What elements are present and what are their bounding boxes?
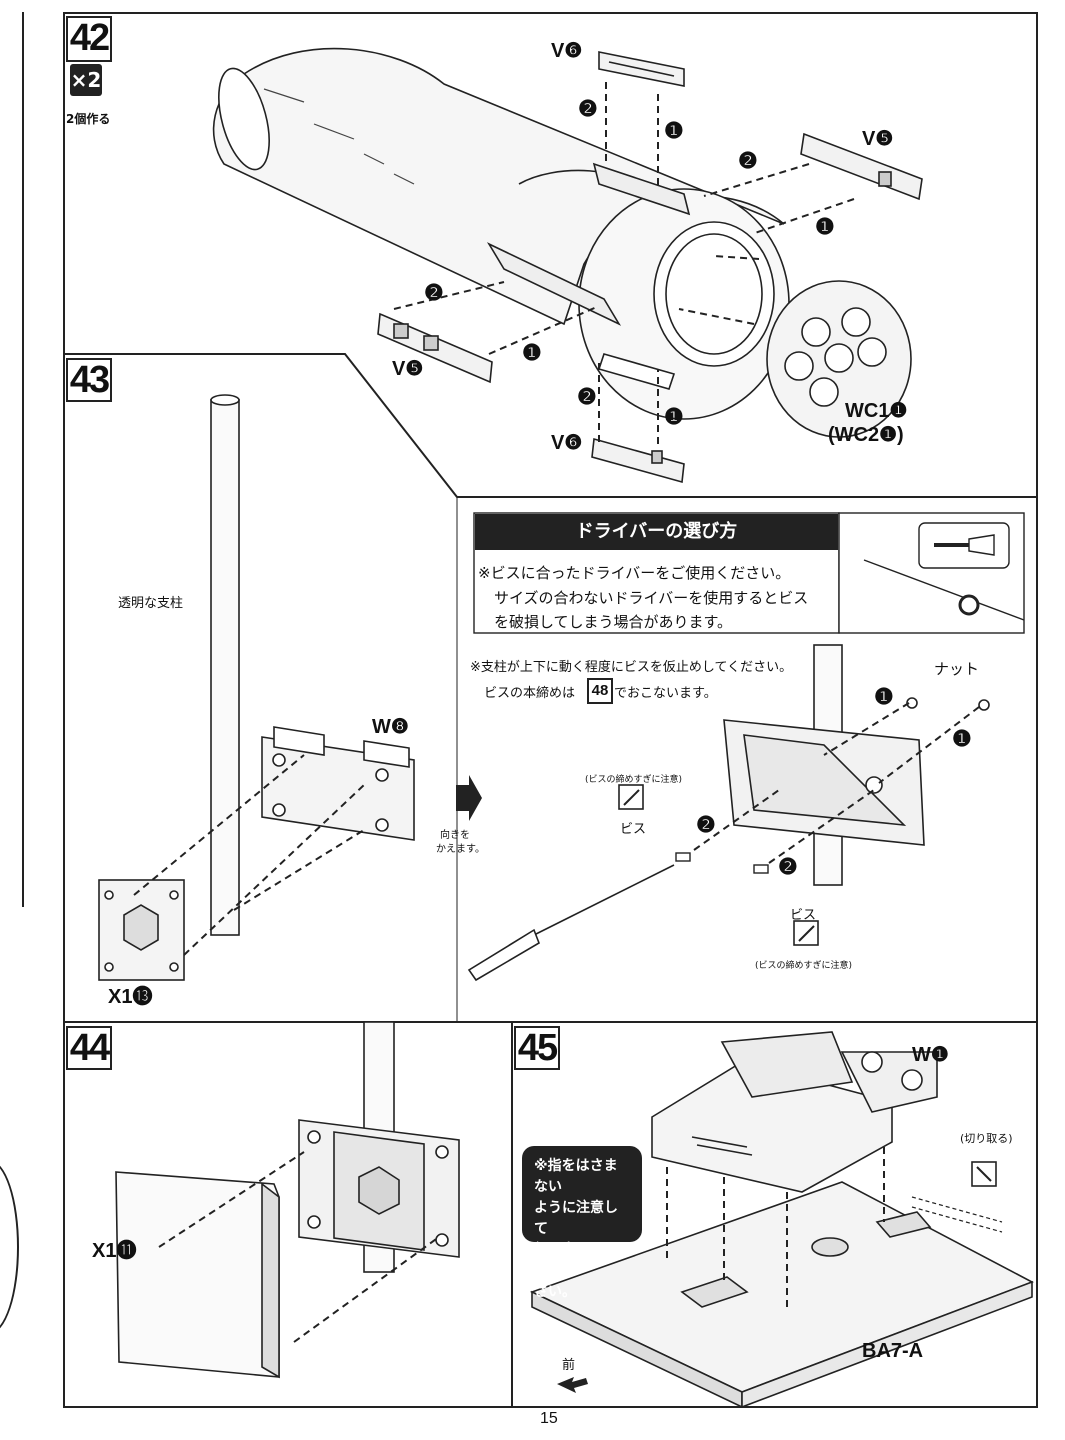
cut-label: (切り取る) [960, 1132, 1013, 1145]
left-margin-line [0, 12, 24, 907]
order-mark: ❷ [696, 812, 716, 837]
driver-header: ドライバーの選び方 [475, 514, 838, 550]
screw-label-left: ビス [620, 822, 647, 837]
order-mark: ❷ [578, 96, 598, 121]
step45-illustration [529, 1031, 1034, 1408]
part-v6-top: V❻ [551, 40, 583, 62]
base-label: BA7-A [862, 1340, 924, 1362]
part-w8: W❽ [372, 716, 409, 738]
finger-caution-box: ※指をはさまない ように注意して 組み立ててくだ さい。 [522, 1146, 642, 1300]
step44-illustration [115, 1022, 460, 1379]
final-note-post: でおこないます。 [614, 686, 717, 701]
step-number-44: 44 [66, 1026, 112, 1070]
page-frame [63, 12, 1038, 1408]
screw-caution-right: (ビスの締めすぎに注意) [755, 961, 853, 971]
finger-note-line: さい。 [534, 1284, 576, 1300]
part-wc1: WC1❶ [845, 400, 908, 422]
finger-note-line: ※指をはさまない [534, 1158, 618, 1195]
final-note-pre: ビスの本締めは [484, 686, 576, 701]
screw-caution-left: (ビスの締めすぎに注意) [585, 775, 683, 785]
order-mark: ❷ [738, 148, 758, 173]
part-w1: W❶ [912, 1044, 949, 1066]
order-mark: ❷ [778, 854, 798, 879]
finger-note-line: ように注意して [534, 1200, 618, 1237]
driver-note-2: サイズの合わないドライバーを使用するとビス [494, 589, 809, 607]
pillar-label: 透明な支柱 [118, 596, 184, 611]
order-mark: ❶ [952, 726, 972, 751]
step43-illustration [98, 394, 1025, 982]
part-x1-13: X1⓭ [108, 986, 153, 1008]
step-number-45: 45 [514, 1026, 560, 1070]
order-mark: ❷ [424, 280, 444, 305]
finger-note-line: 組み立ててくだ [534, 1242, 618, 1279]
page-number: 15 [540, 1410, 558, 1427]
turn-note-1: 向きを [440, 830, 470, 841]
order-mark: ❶ [664, 118, 684, 143]
part-wc2: (WC2❶) [828, 424, 904, 446]
nut-label: ナット [934, 660, 980, 678]
driver-note-3: を破損してしまう場合があります。 [494, 613, 733, 631]
order-mark: ❶ [874, 684, 894, 709]
multiplier-note: 2個作る [66, 112, 111, 126]
screw-label-right: ビス [790, 908, 817, 923]
order-mark: ❷ [577, 384, 597, 409]
driver-note-1: ※ビスに合ったドライバーをご使用ください。 [478, 564, 791, 582]
part-x1-11: X1⓫ [92, 1240, 137, 1262]
temp-tighten-note: ※支柱が上下に動く程度にビスを仮止めしてください。 [470, 660, 793, 675]
order-mark: ❶ [522, 340, 542, 365]
front-label: 前 [562, 1358, 576, 1373]
order-mark: ❶ [815, 214, 835, 239]
multiplier-badge: ×2 [70, 64, 102, 96]
step-number-43: 43 [66, 358, 112, 402]
final-note-ref: 48 [587, 678, 613, 704]
part-v5-right: V❺ [862, 128, 894, 150]
part-v6-bottom: V❻ [551, 432, 583, 454]
turn-note-2: かえます。 [436, 844, 485, 855]
step-number-42: 42 [66, 16, 112, 62]
part-v5-left: V❺ [392, 358, 424, 380]
step42-illustration [212, 47, 923, 484]
order-mark: ❶ [664, 404, 684, 429]
